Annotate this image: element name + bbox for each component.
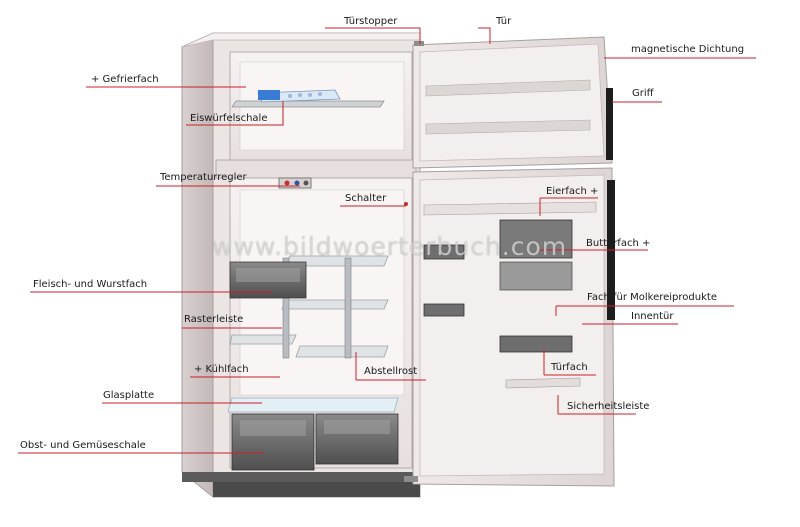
door-stopper	[414, 41, 424, 46]
label-sicherheitsleiste: Sicherheitsleiste	[567, 401, 650, 412]
label-tuerstopper: Türstopper	[344, 16, 398, 27]
light-switch	[404, 202, 408, 206]
label-tuer: Tür	[496, 16, 512, 27]
door-shelf	[499, 335, 573, 353]
bottom-hinge	[404, 476, 418, 482]
label-obst-gemueseschale: Obst- und Gemüseschale	[20, 440, 146, 451]
ice-cube-tray	[257, 89, 341, 103]
label-temperaturregler: Temperaturregler	[160, 172, 247, 183]
label-griff: Griff	[632, 88, 654, 99]
fridge-door	[412, 167, 615, 487]
label-rasterleiste: Rasterleiste	[184, 314, 244, 325]
label-kuehlfach: + Kühlfach	[194, 364, 249, 375]
label-tuerfach: Türfach	[551, 362, 588, 373]
freezer-shelf	[231, 100, 385, 108]
butter-compartment	[499, 219, 573, 259]
label-schalter: Schalter	[345, 193, 387, 204]
wire-shelves	[229, 255, 389, 358]
door-bin-upper-left	[423, 244, 465, 260]
label-eiswuerfelschale: Eiswürfelschale	[190, 113, 268, 124]
egg-rack	[423, 201, 597, 216]
label-gefrierfach: + Gefrierfach	[91, 74, 159, 85]
temperature-control-panel	[278, 177, 312, 189]
base-plinth-front	[213, 482, 420, 497]
label-eierfach: Eierfach +	[546, 186, 599, 197]
meat-drawer	[229, 261, 307, 299]
freezer-door-handle	[606, 88, 613, 160]
leader-lines	[18, 27, 756, 454]
label-innentuer: Innentür	[631, 311, 674, 322]
label-butterfach: Butterfach +	[586, 238, 651, 249]
cabinet-side	[181, 32, 214, 499]
dairy-compartment	[499, 261, 573, 291]
base-plinth	[182, 472, 420, 482]
glass-plate	[227, 397, 399, 413]
label-abstellrost: Abstellrost	[364, 366, 418, 377]
label-glasplatte: Glasplatte	[103, 390, 155, 401]
watermark: www.bildwoerterbuch.com	[212, 232, 568, 261]
label-fach-molkereiprodukte: Fach für Molkereiprodukte	[587, 292, 717, 303]
crisper-drawers	[231, 413, 399, 471]
shelf-support-rail	[282, 257, 352, 359]
label-fleisch-wurstfach: Fleisch- und Wurstfach	[33, 279, 148, 290]
retaining-bar	[505, 377, 581, 389]
door-shelf-left	[423, 303, 465, 317]
freezer-door	[412, 36, 613, 169]
label-magnetische-dichtung: magnetische Dichtung	[631, 44, 745, 55]
